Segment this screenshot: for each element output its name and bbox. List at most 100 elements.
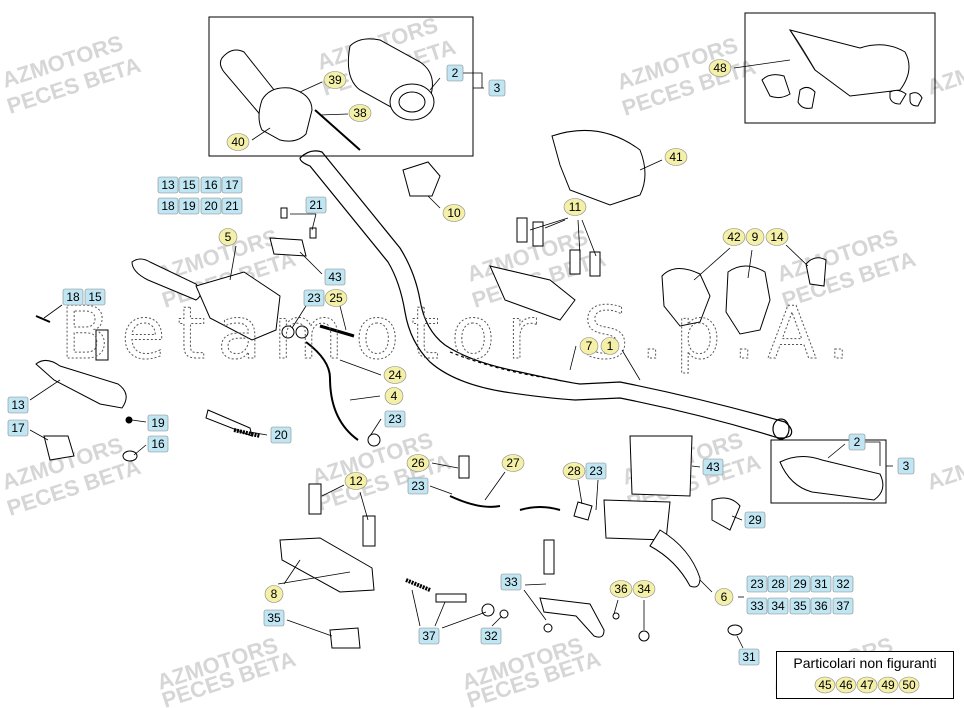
callout-badge bbox=[200, 176, 222, 194]
callout-number: 29 bbox=[793, 577, 807, 591]
callout-badge bbox=[746, 597, 768, 615]
leader-line bbox=[299, 251, 323, 275]
callout-number: 23 bbox=[411, 479, 425, 493]
callout-29: 29 bbox=[744, 511, 766, 529]
callout-14: 14 bbox=[765, 228, 789, 246]
callout-number: 18 bbox=[161, 199, 175, 213]
callout-35: 35 bbox=[263, 609, 285, 627]
callout-number: 20 bbox=[204, 199, 218, 213]
leader-line bbox=[544, 219, 566, 229]
callout-43: 43 bbox=[702, 458, 724, 476]
grip-inset-frame bbox=[770, 439, 887, 504]
callout-number: 38 bbox=[353, 106, 367, 120]
callout-number: 2 bbox=[854, 435, 861, 449]
callout-9: 9 bbox=[745, 228, 765, 246]
leader-line bbox=[484, 471, 506, 501]
leader-line bbox=[43, 304, 63, 319]
callout-number: 43 bbox=[328, 270, 342, 284]
callout-badge bbox=[157, 197, 179, 215]
callout-33: 33 bbox=[746, 597, 768, 615]
callout-badge bbox=[722, 228, 746, 246]
callout-badge bbox=[789, 575, 811, 593]
leader-line bbox=[455, 72, 483, 88]
callout-number: 29 bbox=[748, 513, 762, 527]
callout-40: 40 bbox=[226, 133, 250, 151]
callout-badge bbox=[738, 648, 760, 666]
callout-19: 19 bbox=[147, 414, 169, 432]
callout-badge bbox=[303, 289, 325, 307]
not-shown-number: 45 bbox=[818, 678, 832, 692]
callout-16: 16 bbox=[147, 435, 169, 453]
not-shown-badge bbox=[835, 676, 857, 694]
leader-line bbox=[693, 247, 731, 281]
callout-7: 7 bbox=[579, 337, 599, 355]
callout-number: 32 bbox=[836, 577, 850, 591]
callout-number: 33 bbox=[750, 599, 764, 613]
callout-number: 41 bbox=[669, 150, 683, 164]
callout-number: 32 bbox=[484, 629, 498, 643]
callout-number: 36 bbox=[814, 599, 828, 613]
callout-number: 16 bbox=[151, 437, 165, 451]
callout-badge bbox=[221, 197, 243, 215]
leader-line bbox=[339, 305, 347, 331]
callout-number: 23 bbox=[307, 291, 321, 305]
callout-38: 38 bbox=[348, 104, 372, 122]
callout-number: 34 bbox=[771, 599, 785, 613]
callout-number: 39 bbox=[328, 73, 342, 87]
callout-number: 37 bbox=[422, 629, 436, 643]
leader-line bbox=[747, 249, 753, 279]
callout-badge bbox=[488, 79, 506, 97]
leader-line bbox=[429, 485, 453, 495]
leader-line bbox=[827, 443, 846, 459]
callout-number: 3 bbox=[903, 459, 910, 473]
callout-badge bbox=[600, 337, 620, 355]
right-switch-group bbox=[661, 257, 827, 335]
leader-line bbox=[321, 484, 345, 497]
wm-brand: AZMOTORS bbox=[924, 37, 964, 100]
callout-37: 37 bbox=[832, 597, 854, 615]
leader-line bbox=[577, 219, 581, 256]
callout-23: 23 bbox=[585, 462, 607, 480]
callout-2: 2 bbox=[446, 64, 464, 82]
callout-badge bbox=[270, 426, 292, 444]
leader-line bbox=[785, 244, 809, 267]
callout-badge bbox=[147, 414, 169, 432]
callout-badge bbox=[324, 268, 346, 286]
leader-line bbox=[249, 431, 268, 436]
handlebar bbox=[299, 150, 793, 440]
callout-18: 18 bbox=[157, 197, 179, 215]
callout-11: 11 bbox=[563, 198, 587, 216]
callout-number: 28 bbox=[771, 577, 785, 591]
callout-badge bbox=[702, 458, 724, 476]
callout-39: 39 bbox=[323, 71, 347, 89]
callout-number: 2 bbox=[452, 66, 459, 80]
not-shown-badge bbox=[877, 676, 899, 694]
callout-number: 11 bbox=[569, 200, 582, 214]
callout-badge bbox=[562, 462, 586, 480]
left-master-cylinder bbox=[35, 258, 359, 462]
callout-33: 33 bbox=[500, 573, 522, 591]
callout-number: 5 bbox=[225, 230, 232, 244]
callout-24: 24 bbox=[383, 366, 407, 384]
callout-number: 13 bbox=[11, 398, 25, 412]
right-master-cylinder bbox=[519, 435, 884, 588]
callout-41: 41 bbox=[664, 148, 688, 166]
callout-15: 15 bbox=[84, 288, 106, 306]
leader-line bbox=[691, 465, 701, 468]
callout-badge bbox=[418, 627, 440, 645]
callout-4: 4 bbox=[384, 387, 404, 405]
callout-5: 5 bbox=[218, 228, 238, 246]
callout-number: 18 bbox=[66, 290, 80, 304]
callout-number: 12 bbox=[349, 474, 363, 488]
callout-badge bbox=[446, 64, 464, 82]
callout-number: 13 bbox=[161, 178, 175, 192]
not-shown-number: 49 bbox=[881, 678, 895, 692]
leader-line bbox=[319, 113, 349, 116]
callout-number: 20 bbox=[274, 428, 288, 442]
callout-number: 7 bbox=[586, 339, 593, 353]
callout-20: 20 bbox=[270, 426, 292, 444]
leader-line bbox=[349, 395, 381, 401]
callout-number: 16 bbox=[204, 178, 218, 192]
callout-29: 29 bbox=[789, 575, 811, 593]
